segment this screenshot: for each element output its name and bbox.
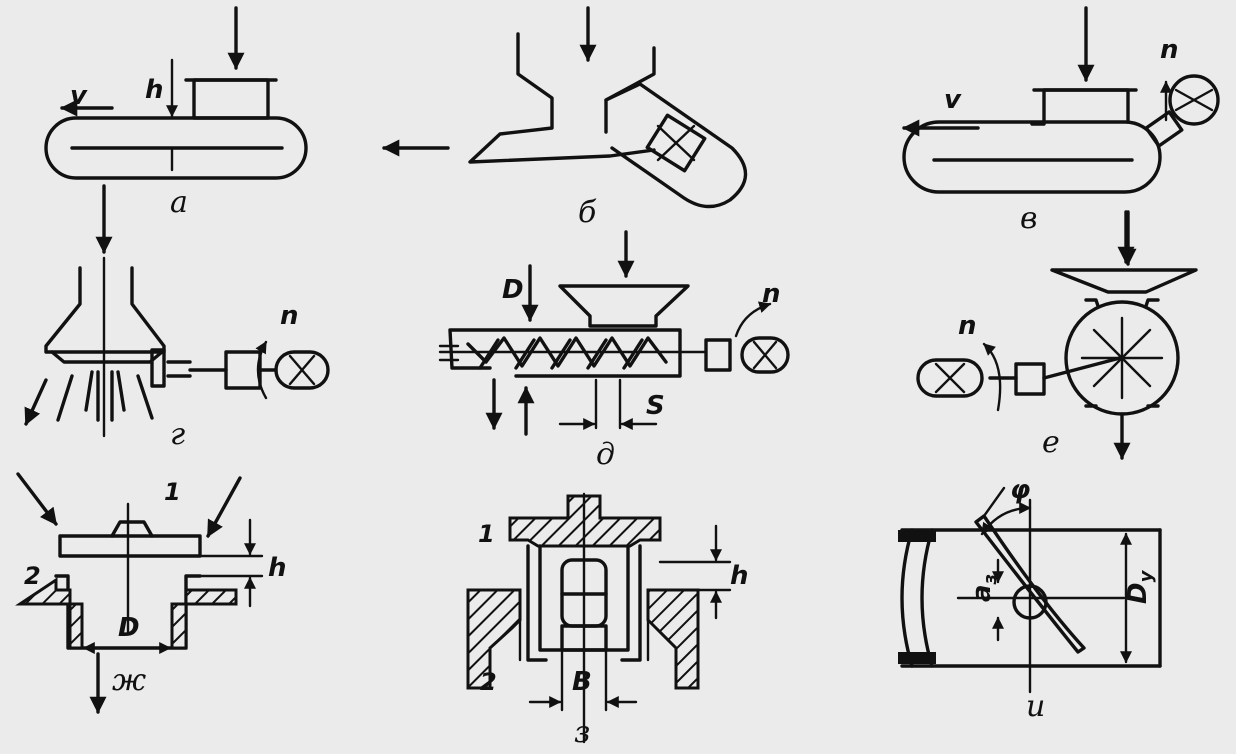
panel-i-angle-label: φ [1010,475,1030,505]
panel-d-diameter-label: D [502,275,524,305]
panel-i-gap-label: aз [967,574,1001,602]
panel-v-caption: в [1020,201,1037,236]
panel-z-caption: з [574,715,590,750]
panel-z-part1-label: 1 [478,520,495,548]
panel-i-butterfly-valve: φ aз Dу и [898,475,1162,724]
panel-d-rotation-label: n [762,279,781,309]
panel-d-pitch-label: S [646,391,665,421]
panel-a-speed-label: v [70,81,88,111]
panel-zh-disk-detail: 1 2 h D ж [15,472,287,714]
panel-i-diameter-label: Dу [1123,569,1157,604]
panel-i-diameter-sub: у [1136,569,1157,582]
panel-z-part2-label: 2 [480,668,497,696]
panel-b-caption: б [578,195,597,230]
panel-zh-diameter-label: D [118,613,140,643]
panel-g-caption: г [170,417,185,452]
panel-v-belt-feeder-motor: v n в [902,6,1220,266]
panel-d-screw-feeder: D n S д [438,230,790,472]
panel-zh-part2-label: 2 [24,562,41,590]
panel-d-caption: д [596,437,615,472]
panel-zh-caption: ж [112,663,146,698]
panel-a-caption: а [170,185,188,220]
panel-e-rotary-feeder: n е [916,210,1198,460]
panel-zh-height-label: h [268,553,287,583]
panel-z-height-label: h [730,561,749,591]
panel-a-height-label: h [145,75,164,105]
panel-i-gap-sub: з [980,574,1001,585]
panel-e-caption: е [1042,425,1060,460]
panel-g-rotation-label: n [280,301,299,331]
panel-g-disk-feeder: n г [24,256,330,452]
panel-i-gap-main: a [967,584,997,602]
panel-i-diameter-main: D [1123,582,1153,604]
panel-v-speed-label: v [944,85,962,115]
panel-z-width-label: B [572,667,592,697]
panel-v-rotation-label: n [1160,35,1179,65]
panel-b-vibrating-feeder: б [382,6,748,230]
panel-i-caption: и [1026,689,1045,724]
panel-zh-part1-label: 1 [164,478,181,506]
panel-a-belt-feeder: v h а [44,6,308,254]
panel-e-rotation-label: n [958,311,977,341]
panel-z-valve-detail: 1 2 h B з [466,492,749,750]
